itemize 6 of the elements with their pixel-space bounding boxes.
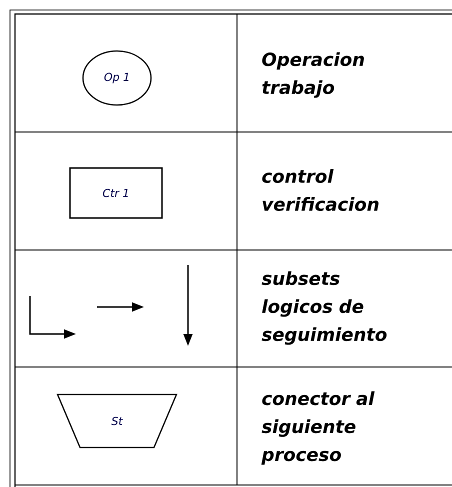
description-text: subsets logicos de seguimiento [262,271,387,345]
description-text: Operacion trabajo [262,52,364,98]
connector-trapezoid: St [56,394,178,448]
description-text: conector al siguiente proceso [261,391,375,465]
description-text: control verificacion [262,169,378,211]
control-box: Ctr 1 [69,167,163,219]
